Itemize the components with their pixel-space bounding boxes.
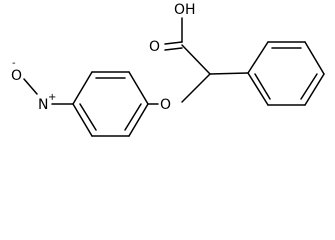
phenyl-bond-3: [304, 41, 325, 75]
nitroaryl-double-3: [124, 103, 142, 131]
nitro-nitrogen-label: N: [38, 97, 48, 113]
hydroxyl-label: OH: [174, 2, 196, 18]
chemical-structure: OH O O N O - +: [11, 2, 325, 137]
alpha-carbon-bonds: [181, 72, 249, 103]
phenyl-bond-6: [247, 72, 269, 106]
nitroaryl-double-2: [79, 103, 97, 131]
nitro-group: [23, 78, 74, 105]
bond-c-calpha: [181, 44, 211, 75]
carbonyl-oxygen-label: O: [149, 39, 160, 55]
nitro-oxygen-charge: -: [12, 58, 16, 69]
nitroaryl-bond-4: [72, 103, 93, 137]
phenyl-double-3: [254, 73, 271, 100]
nitroaryl-bond-6: [128, 103, 149, 137]
nitrophenyl-ring: [72, 71, 149, 137]
nitro-oxygen-label: O: [11, 68, 22, 84]
bond-c-o-double-a: [164, 41, 183, 45]
nitroaryl-bond-3: [72, 71, 93, 105]
nitroaryl-bond-1: [128, 71, 149, 105]
bond-c-o-double-b: [164, 47, 183, 51]
phenyl-bond-4: [304, 73, 325, 106]
bond-calpha-o-ether: [181, 73, 211, 103]
ether-oxygen-label: O: [160, 97, 171, 113]
bond-n-o: [23, 78, 38, 95]
nitro-nitrogen-charge: +: [48, 92, 56, 103]
phenyl-bond-1: [247, 41, 269, 74]
carboxylic-acid-group: [164, 17, 211, 75]
phenyl-double-2: [300, 73, 318, 100]
bond-calpha-phenyl: [209, 72, 249, 75]
phenyl-ring: [247, 41, 325, 106]
